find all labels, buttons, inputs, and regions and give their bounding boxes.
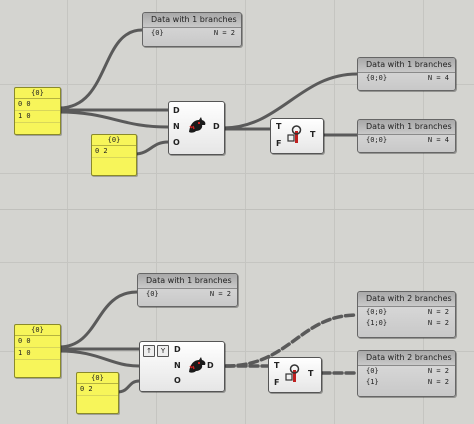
branch-path: {1;0} (366, 319, 388, 327)
panel-row: 0 0 (15, 99, 60, 111)
input-port-f[interactable]: F (274, 378, 280, 387)
param-viewer[interactable]: Data with 1 branches {0;0} N = 4 (357, 119, 456, 153)
branch-path: {1} (366, 378, 379, 386)
viewer-title: Data with 1 branches (358, 120, 455, 135)
number-panel[interactable]: {0} 0 0 1 0 (14, 324, 61, 378)
branch-count: N = 2 (427, 308, 449, 316)
panel-row: 0 0 (15, 336, 60, 348)
panel-row: 1 0 (15, 348, 60, 360)
number-panel[interactable]: {0} 0 2 (76, 372, 119, 414)
input-port-n[interactable]: N (174, 361, 181, 370)
wire (115, 379, 141, 394)
dragon-icon (189, 357, 206, 373)
number-panel[interactable]: {0} 0 0 1 0 (14, 87, 61, 135)
panel-header: {0} (77, 373, 118, 384)
param-viewer[interactable]: Data with 1 branches {0} N = 2 (137, 273, 238, 307)
branch-path: {0;0} (366, 136, 388, 144)
input-port-f[interactable]: F (276, 139, 282, 148)
wire (57, 290, 139, 349)
viewer-row: {1;0} N = 2 (358, 318, 455, 329)
viewer-row: {0;0} N = 4 (358, 73, 455, 84)
input-port-n[interactable]: N (173, 122, 180, 131)
param-viewer[interactable]: Data with 1 branches {0;0} N = 4 (357, 57, 456, 91)
viewer-row: {0} N = 2 (138, 289, 237, 300)
panel-row: 0 2 (77, 384, 118, 396)
panel-header: {0} (92, 135, 136, 146)
input-port-d[interactable]: D (173, 106, 180, 115)
input-port-d[interactable]: D (174, 345, 181, 354)
branch-count: N = 2 (427, 367, 449, 375)
dragon-component[interactable]: ↑ Y D N O D (139, 341, 225, 392)
panel-row: 0 2 (92, 146, 136, 158)
viewer-row: {0} N = 2 (358, 366, 455, 377)
branch-path: {0} (151, 29, 164, 37)
output-port-t[interactable]: T (310, 130, 316, 139)
y-toggle-button[interactable]: Y (157, 345, 169, 357)
input-port-t[interactable]: T (274, 361, 280, 370)
dragon-component[interactable]: D N O D (168, 101, 225, 155)
branch-path: {0} (146, 290, 159, 298)
viewer-row: {0;0} N = 4 (358, 135, 455, 146)
wire (57, 349, 141, 368)
dragon-icon (189, 117, 206, 133)
branch-count: N = 4 (427, 136, 449, 144)
branch-count: N = 2 (427, 378, 449, 386)
tree-filter-component[interactable]: T F T (270, 118, 324, 154)
branch-path: {0} (366, 367, 379, 375)
output-port-d[interactable]: D (213, 122, 220, 131)
branch-path: {0;0} (366, 308, 388, 316)
wire (57, 28, 144, 110)
input-port-t[interactable]: T (276, 122, 282, 131)
viewer-row: {0} N = 2 (143, 28, 241, 39)
param-viewer[interactable]: Data with 2 branches {0} N = 2 {1} N = 2 (357, 350, 456, 397)
panel-row: 1 0 (15, 111, 60, 123)
up-arrow-button[interactable]: ↑ (143, 345, 155, 357)
viewer-title: Data with 1 branches (138, 274, 237, 289)
branch-count: N = 2 (209, 290, 231, 298)
branch-path: {0;0} (366, 74, 388, 82)
wire (221, 72, 359, 130)
input-port-o[interactable]: O (174, 376, 181, 385)
branch-count: N = 2 (427, 319, 449, 327)
output-port-d[interactable]: D (207, 361, 214, 370)
input-port-o[interactable]: O (173, 138, 180, 147)
param-viewer[interactable]: Data with 2 branches {0;0} N = 2 {1;0} N =… (357, 291, 456, 338)
tree-filter-component[interactable]: T F T (268, 357, 322, 393)
canvas-divider (0, 209, 474, 210)
param-viewer[interactable]: Data with 1 branches {0} N = 2 (142, 12, 242, 47)
branch-count: N = 4 (427, 74, 449, 82)
tree-icon (285, 364, 300, 382)
viewer-title: Data with 2 branches (358, 292, 455, 307)
number-panel[interactable]: {0} 0 2 (91, 134, 137, 176)
viewer-title: Data with 2 branches (358, 351, 455, 366)
viewer-title: Data with 1 branches (358, 58, 455, 73)
viewer-row: {1} N = 2 (358, 377, 455, 388)
wire (57, 110, 170, 129)
panel-header: {0} (15, 88, 60, 99)
panel-header: {0} (15, 325, 60, 336)
viewer-title: Data with 1 branches (143, 13, 241, 28)
wire (133, 140, 170, 156)
viewer-row: {0;0} N = 2 (358, 307, 455, 318)
tree-icon (287, 125, 302, 143)
wire-tree (224, 313, 359, 368)
branch-count: N = 2 (213, 29, 235, 37)
output-port-t[interactable]: T (308, 369, 314, 378)
